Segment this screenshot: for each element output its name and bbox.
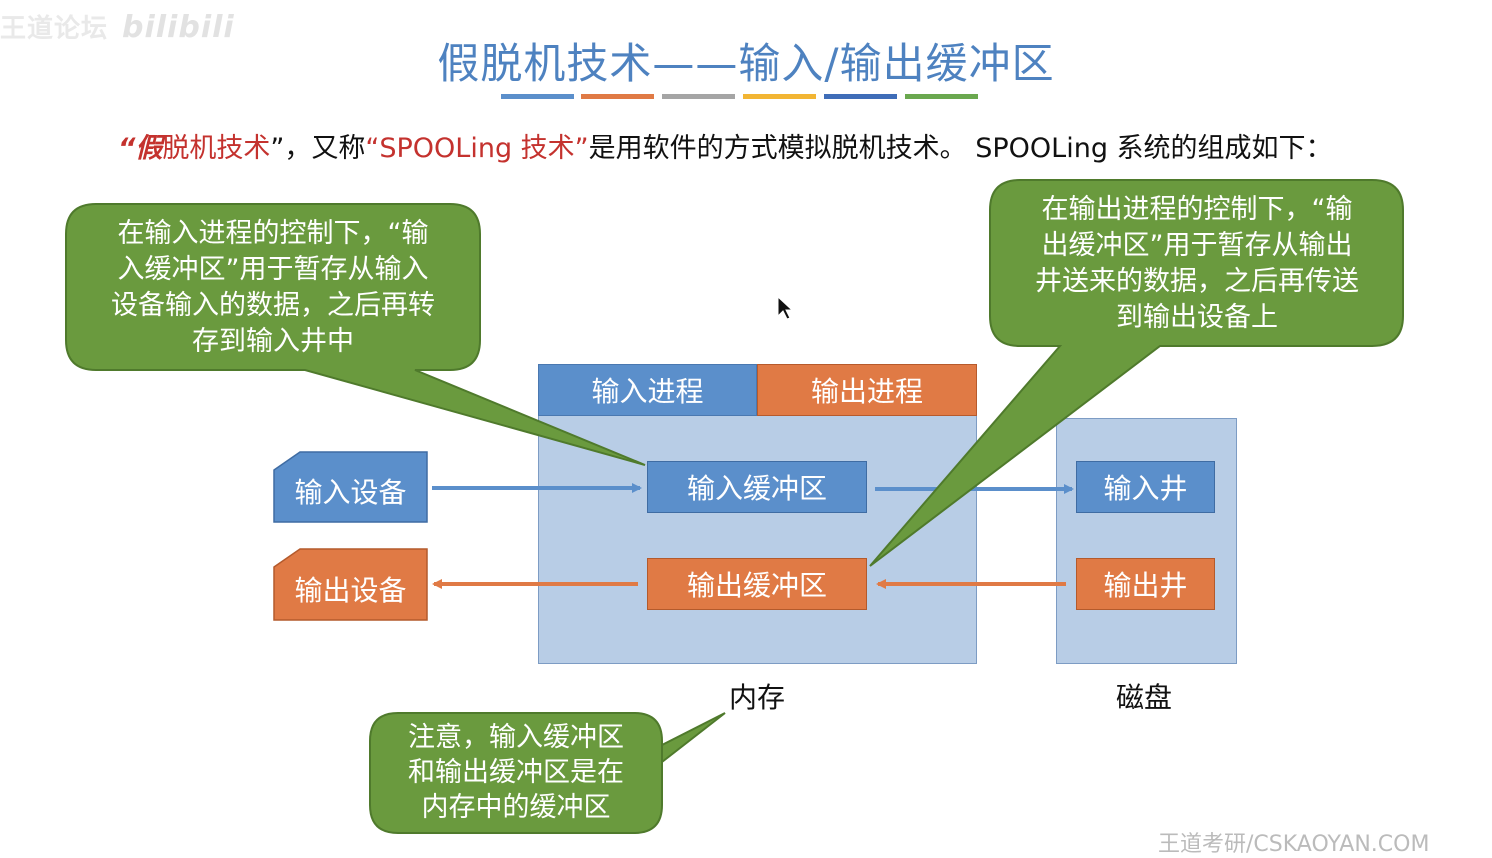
input-callout-shape: [65, 203, 646, 466]
title-underline-segment: [905, 94, 978, 99]
disk-label: 磁盘: [1116, 681, 1173, 714]
input-callout-line: 设备输入的数据，之后再转: [111, 290, 435, 321]
memory-label: 内存: [729, 681, 786, 714]
disk-region: [1056, 418, 1237, 664]
title-underline-segment: [662, 94, 735, 99]
output-well: 输出井: [1076, 558, 1215, 610]
title-underline-segment: [743, 94, 816, 99]
intro-text: “假脱机技术”，又称“SPOOLing 技术”是用软件的方式模拟脱机技术。 SP…: [118, 126, 1333, 165]
output-device: 输出设备: [294, 573, 407, 607]
intro-mid2: 是用软件的方式模拟脱机技术。 SPOOLing 系统的组成如下：: [588, 133, 1333, 164]
note-callout-line: 内存中的缓冲区: [421, 792, 611, 823]
intro-quote-open: “: [118, 133, 136, 164]
output-callout-line: 到输出设备上: [1116, 302, 1278, 333]
intro-term-italic: 假: [135, 133, 163, 164]
output-callout-line: 井送来的数据，之后再传送: [1035, 266, 1359, 297]
title-underline-segment: [501, 94, 574, 99]
input-callout-text: 在输入进程的控制下，“输 入缓冲区”用于暂存从输入 设备输入的数据，之后再转 存…: [70, 216, 476, 360]
intro-quote-close: ”: [270, 133, 285, 164]
watermark: 王道论坛 bilibili: [0, 8, 235, 45]
note-callout-shape: [369, 712, 726, 834]
input-buffer: 输入缓冲区: [647, 461, 867, 513]
watermark-text: 王道论坛: [0, 14, 109, 44]
input-callout-line: 入缓冲区”用于暂存从输入: [117, 254, 429, 285]
note-callout-text: 注意，输入缓冲区 和输出缓冲区是在 内存中的缓冲区: [372, 720, 660, 825]
note-callout-line: 和输出缓冲区是在: [408, 757, 624, 788]
input-callout-line: 存到输入井中: [192, 326, 354, 357]
input-device: 输入设备: [294, 476, 407, 509]
title-underline-segment: [824, 94, 897, 99]
intro-mid1: ，又称: [284, 133, 366, 164]
output-callout-line: 在输出进程的控制下，“输: [1041, 194, 1353, 225]
note-callout-line: 注意，输入缓冲区: [408, 722, 624, 753]
input-device-shape: [273, 451, 428, 523]
output-device-shape: [273, 548, 428, 621]
input-callout-line: 在输入进程的控制下，“输: [117, 218, 429, 249]
slide-title: 假脱机技术——输入/输出缓冲区: [437, 39, 1055, 88]
output-callout-shape: [869, 179, 1404, 567]
intro-spooling-term: “SPOOLing 技术”: [365, 133, 589, 164]
mouse-cursor-icon: [777, 295, 794, 320]
bilibili-logo: bilibili: [122, 10, 235, 45]
output-callout-text: 在输出进程的控制下，“输 出缓冲区”用于暂存从输出 井送来的数据，之后再传送 到…: [994, 192, 1400, 336]
output-callout-line: 出缓冲区”用于暂存从输出: [1041, 230, 1353, 261]
input-process-header: 输入进程: [538, 364, 757, 416]
input-well: 输入井: [1076, 461, 1215, 513]
output-buffer: 输出缓冲区: [647, 558, 867, 610]
intro-term: 脱机技术: [162, 133, 271, 164]
output-process-header: 输出进程: [757, 364, 977, 416]
title-underline-segment: [581, 94, 654, 99]
footer-watermark: 王道考研/CSKAOYAN.COM: [1158, 832, 1430, 857]
